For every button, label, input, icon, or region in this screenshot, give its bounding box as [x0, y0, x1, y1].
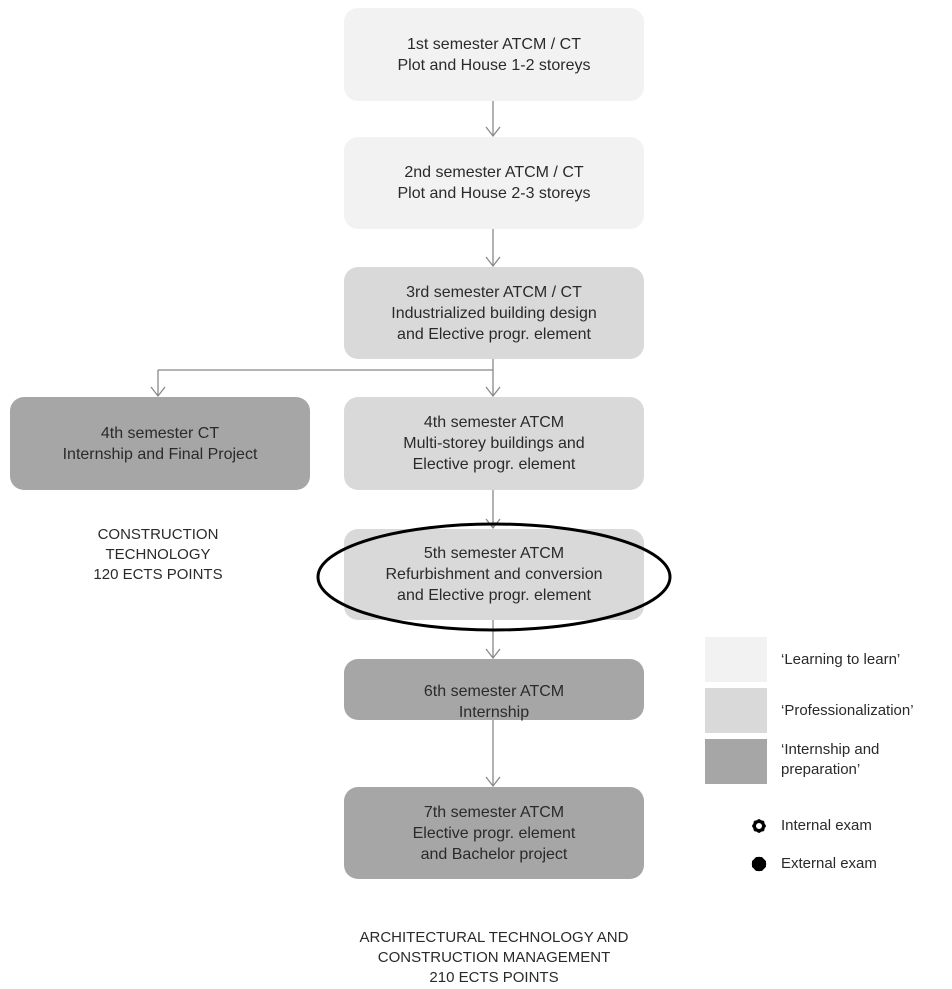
semester-box-5: 5th semester ATCM Refurbishment and conv… — [344, 529, 644, 620]
legend-internal-exam-text: Internal exam — [781, 817, 872, 834]
semester-6-subtitle: Internship — [458, 704, 530, 721]
semester-4-subtitle: Multi-storey buildings and — [403, 435, 585, 452]
legend-swatch-internship — [705, 739, 767, 784]
ct-caption: CONSTRUCTION TECHNOLOGY 120 ECTS POINTS — [58, 525, 258, 585]
semester-7-subtitle: Elective progr. element — [412, 824, 576, 842]
semester-2-title: 2nd semester ATCM / CT — [404, 164, 584, 181]
ct-caption-line3: 120 ECTS POINTS — [93, 566, 223, 583]
atcm-caption-line2: CONSTRUCTION MANAGEMENT — [377, 949, 611, 966]
semester-3-title: 3rd semester ATCM / CT — [406, 283, 582, 301]
arrowhead-s2-s3 — [485, 256, 501, 268]
legend-internal-gear-icon — [750, 817, 768, 835]
arrowhead-s6-s7 — [485, 776, 501, 788]
ct-caption-line2: TECHNOLOGY — [105, 546, 211, 563]
semester-4-subtitle-2: Elective progr. element — [412, 456, 576, 473]
legend-label-professionalization: ‘Professionalization’ — [781, 701, 914, 721]
semester-box-7: 7th semester ATCM Elective progr. elemen… — [344, 787, 644, 879]
semester-1-subtitle: Plot and House 1-2 storeys — [397, 56, 591, 74]
semester-4ct-subtitle: Internship and Final Project — [62, 445, 258, 463]
semester-box-2: 2nd semester ATCM / CT Plot and House 2-… — [344, 137, 644, 229]
ct-caption-line1: CONSTRUCTION — [97, 526, 219, 543]
legend-external-exam-text: External exam — [781, 855, 877, 872]
semester-3-subtitle-2: and Elective progr. element — [397, 325, 591, 343]
semester-5-title: 5th semester ATCM — [423, 545, 565, 562]
legend-internship-text-2: preparation’ — [781, 761, 861, 778]
legend-external-octagon-icon — [751, 856, 767, 872]
legend-learning-text: ‘Learning to learn’ — [781, 651, 901, 668]
arrowhead-s3-s4ct — [150, 386, 166, 398]
semester-box-1: 1st semester ATCM / CT Plot and House 1-… — [344, 8, 644, 101]
semester-3-subtitle: Industrialized building design — [391, 304, 597, 322]
legend-swatch-professionalization — [705, 688, 767, 733]
legend-internship-text-1: ‘Internship and — [781, 741, 880, 758]
legend-label-learning: ‘Learning to learn’ — [781, 650, 900, 670]
legend-label-external-exam: External exam — [781, 854, 877, 874]
atcm-caption: ARCHITECTURAL TECHNOLOGY AND CONSTRUCTIO… — [294, 928, 694, 988]
atcm-caption-line3: 210 ECTS POINTS — [429, 969, 559, 986]
semester-box-6: 6th semester ATCM Internship — [344, 659, 644, 721]
semester-6-title: 6th semester ATCM — [423, 683, 565, 700]
arrowhead-s3-s4 — [485, 386, 501, 398]
semester-7-subtitle-2: and Bachelor project — [420, 845, 568, 863]
legend-label-internship: ‘Internship and preparation’ — [781, 740, 879, 780]
semester-7-title: 7th semester ATCM — [423, 803, 565, 821]
legend-professionalization-text: ‘Professionalization’ — [781, 702, 914, 719]
arrowhead-s1-s2 — [485, 126, 501, 138]
arrowhead-s5-s6 — [485, 648, 501, 660]
atcm-caption-line1: ARCHITECTURAL TECHNOLOGY AND — [359, 929, 629, 946]
semester-4-title: 4th semester ATCM — [423, 414, 565, 431]
semester-5-subtitle-2: and Elective progr. element — [397, 587, 591, 604]
semester-box-4: 4th semester ATCM Multi-storey buildings… — [344, 397, 644, 490]
legend-swatch-learning — [705, 637, 767, 682]
legend-label-internal-exam: Internal exam — [781, 816, 872, 836]
semester-5-subtitle: Refurbishment and conversion — [385, 566, 603, 583]
semester-4ct-title: 4th semester CT — [100, 424, 220, 442]
semester-box-3: 3rd semester ATCM / CT Industrialized bu… — [344, 267, 644, 359]
semester-2-subtitle: Plot and House 2-3 storeys — [397, 185, 591, 202]
semester-box-4-ct: 4th semester CT Internship and Final Pro… — [10, 397, 310, 490]
semester-1-title: 1st semester ATCM / CT — [407, 35, 581, 53]
